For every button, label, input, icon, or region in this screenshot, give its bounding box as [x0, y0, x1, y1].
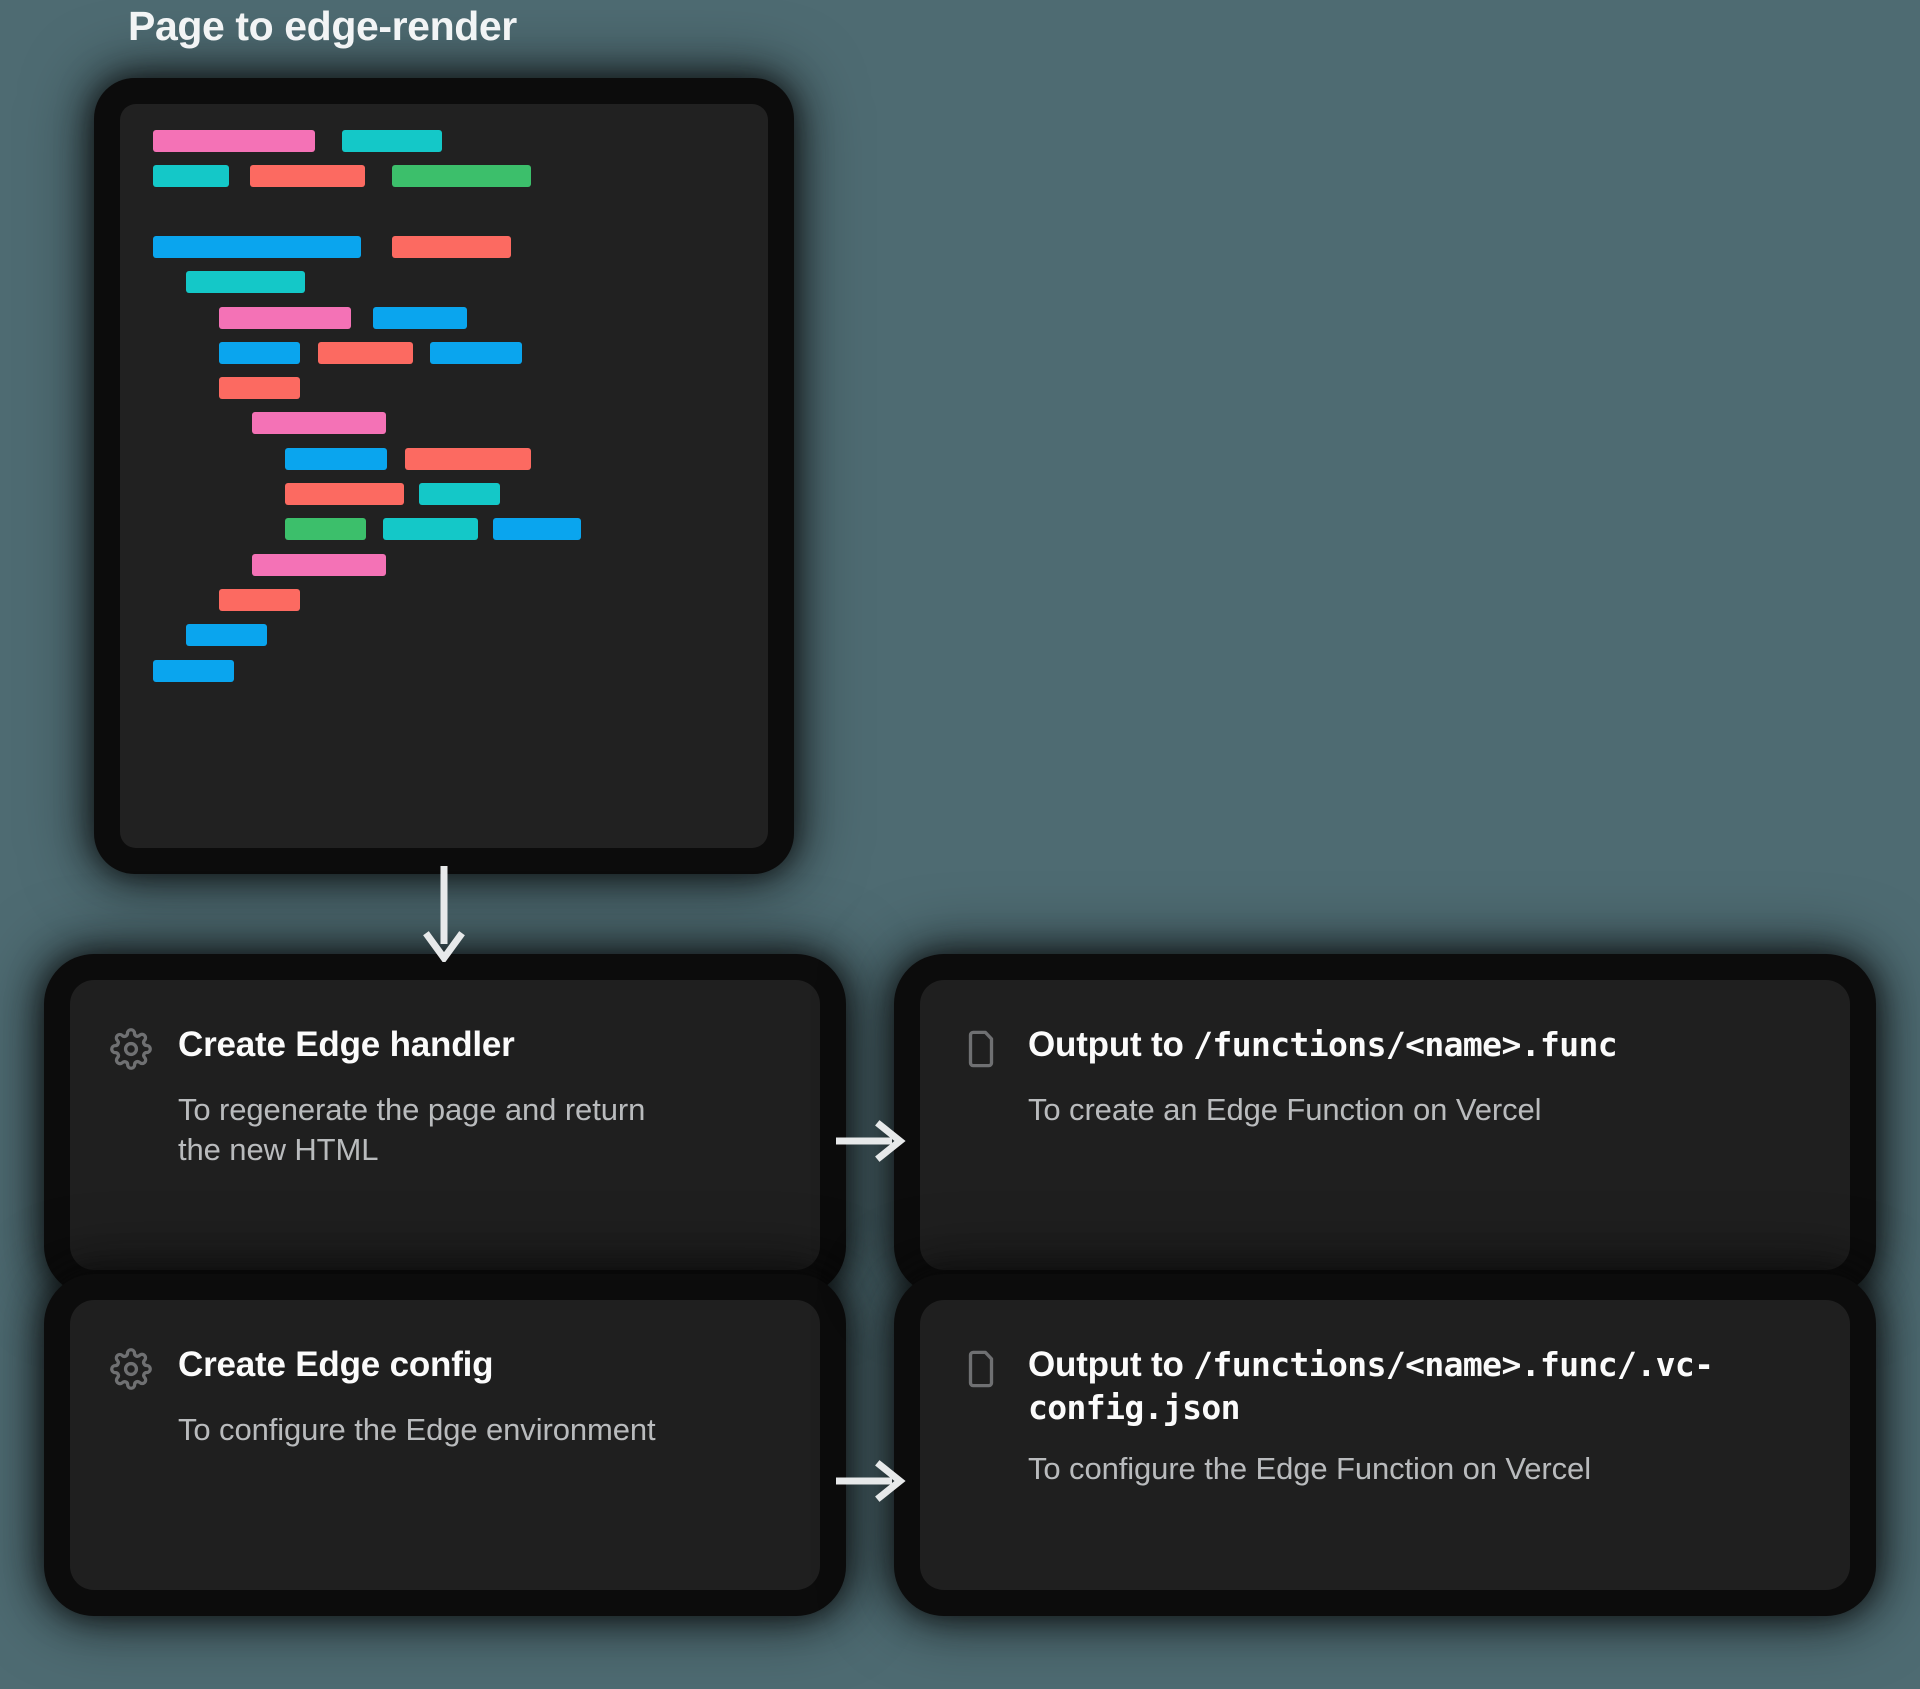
code-token [430, 341, 522, 364]
code-token [252, 553, 386, 576]
card-title: Output to /functions/<name>.func [1028, 1024, 1618, 1067]
card-description: To regenerate the page and return the ne… [178, 1092, 646, 1167]
card-title: Create Edge config [178, 1345, 494, 1384]
code-token [219, 341, 300, 364]
card-header: Output to /functions/<name>.func [960, 1024, 1810, 1070]
code-token [373, 306, 467, 329]
code-token [153, 165, 229, 188]
file-icon [960, 1348, 1002, 1390]
card-title: Output to /functions/<name>.func/.vc-con… [1028, 1344, 1810, 1429]
code-token [219, 377, 300, 400]
card-output-functions-func[interactable]: Output to /functions/<name>.func To crea… [920, 980, 1850, 1270]
code-token [250, 165, 365, 188]
code-token [342, 130, 442, 152]
card-description: To create an Edge Function on Vercel [1028, 1092, 1542, 1127]
card-title: Create Edge handler [178, 1025, 515, 1064]
title-path: /functions/<name>.func [1193, 1025, 1618, 1064]
code-token [219, 588, 300, 611]
card-create-edge-handler[interactable]: Create Edge handler To regenerate the pa… [70, 980, 820, 1270]
card-header: Create Edge config [110, 1344, 780, 1390]
code-token [392, 165, 531, 188]
title-path: /functions/<name>.func/.vc-config.json [1028, 1345, 1714, 1427]
gear-icon [110, 1348, 152, 1390]
title-prefix: Output to [1028, 1345, 1194, 1384]
code-token [419, 483, 500, 505]
card-description: To configure the Edge environment [178, 1412, 656, 1447]
card-create-edge-config[interactable]: Create Edge config To configure the Edge… [70, 1300, 820, 1590]
card-header: Create Edge handler [110, 1024, 780, 1070]
code-token [285, 518, 366, 541]
code-token [153, 659, 234, 682]
code-token [153, 235, 361, 258]
page-source-code-panel [120, 104, 768, 848]
page-title: Page to edge-render [128, 3, 517, 49]
card-header: Output to /functions/<name>.func/.vc-con… [960, 1344, 1810, 1429]
code-token [285, 447, 387, 470]
code-token [153, 130, 315, 152]
card-description: To configure the Edge Function on Vercel [1028, 1451, 1591, 1487]
arrow-right-config-to-output [836, 1460, 906, 1502]
code-token [318, 341, 413, 364]
arrow-right-handler-to-output [836, 1120, 906, 1162]
arrow-down-code-to-handler [423, 866, 465, 962]
code-token [392, 235, 511, 258]
title-prefix: Output to [1028, 1025, 1194, 1064]
code-token [493, 518, 581, 541]
code-token [405, 447, 531, 470]
code-token [285, 483, 404, 505]
code-token [186, 271, 305, 294]
code-token [252, 412, 386, 435]
code-token [383, 518, 478, 541]
card-output-vc-config-json[interactable]: Output to /functions/<name>.func/.vc-con… [920, 1300, 1850, 1590]
gear-icon [110, 1028, 152, 1070]
code-token [219, 306, 351, 329]
file-icon [960, 1028, 1002, 1070]
code-lines-container [120, 104, 768, 848]
code-token [186, 624, 267, 647]
